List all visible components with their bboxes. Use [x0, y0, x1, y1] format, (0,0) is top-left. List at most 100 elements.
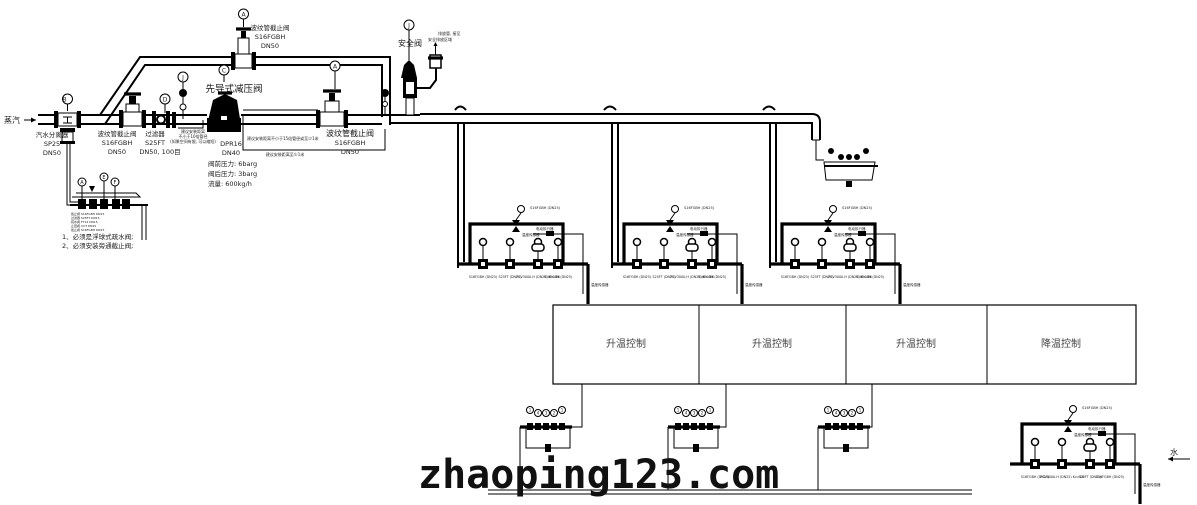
pressure-gauge-1	[172, 71, 189, 128]
vent-note-2: 安全排放区域	[428, 36, 452, 42]
tag-circle	[682, 409, 690, 417]
actuator-label: 电动执行器	[848, 226, 866, 231]
downstream-note-1: 建议安装距离不小于15倍管径或至少1米	[247, 135, 319, 141]
signal-label: 温度传感器	[745, 282, 763, 287]
trap-valve-icon	[559, 423, 565, 430]
prv-outlet-pressure: 阀后压力: 3barg	[208, 169, 257, 178]
actuator-icon	[531, 243, 545, 252]
trap-valve-icon	[527, 423, 533, 430]
trap-valve-icon	[833, 423, 839, 430]
gauge-icon	[790, 237, 800, 247]
return-tag: 3	[545, 411, 548, 416]
valve-label: S25FT (DN25)	[1079, 475, 1102, 479]
valve-label: S25FT (DN25)	[499, 275, 522, 279]
strainer-model: S25FT	[145, 139, 165, 147]
process-box-1: 升温控制	[606, 337, 646, 350]
bypass-label: S16FGBH (DN25)	[530, 206, 561, 210]
gauge-icon	[671, 205, 679, 213]
sensor-label: 温度传感器	[522, 232, 540, 237]
trap-item-4: 止回阀 CV3 DN15	[71, 223, 96, 228]
return-tag: 4	[835, 411, 838, 416]
tag-circle	[550, 409, 558, 417]
bypass-valve-tag: A	[241, 12, 246, 19]
bypass-valve-model: S16FGBH	[255, 33, 286, 41]
tag-circle	[558, 406, 566, 414]
process-box-2: 升温控制	[752, 337, 792, 350]
end-trap-set	[823, 148, 878, 187]
process-box-4: 降温控制	[1041, 337, 1081, 350]
valve-1-size: DN50	[108, 148, 126, 156]
valve-label: S16FGBH (DN25)	[1096, 475, 1124, 479]
trap-valve-icon	[707, 423, 713, 430]
sensor-label: 温度传感器	[834, 232, 852, 237]
tag-circle	[526, 406, 534, 414]
signal-label: 温度传感器	[903, 282, 921, 287]
trap-tag-f: F	[114, 180, 117, 186]
strainer-tag: D	[163, 97, 168, 104]
valve-label: S25FT (DN25)	[653, 275, 676, 279]
gauge-icon	[817, 237, 827, 247]
valve-label: S16FGBH (DN25)	[781, 275, 809, 279]
tag-circle	[542, 409, 550, 417]
actuator-icon	[685, 243, 699, 252]
separator	[54, 93, 81, 206]
trap-item-1: 截止阀 S16FGBH DN15	[71, 211, 104, 216]
bypass-valve-icon	[512, 220, 520, 232]
gauge-icon	[505, 237, 515, 247]
tag-circle	[824, 406, 832, 414]
signal-label: 温度传感器	[591, 282, 609, 287]
tag-circle	[848, 409, 856, 417]
tag-circle	[856, 406, 864, 414]
prv-name: 先导式减压阀	[205, 83, 262, 95]
gauge-icon	[865, 237, 875, 247]
bypass-label: S16FGBH (DN25)	[842, 206, 873, 210]
downstream-note-2: 建议安装距离至少1米	[266, 151, 305, 157]
valve-label: S16FGBH (DN25)	[856, 275, 884, 279]
valve-1-model: S16FGBH	[102, 139, 133, 147]
tag-circle	[690, 409, 698, 417]
trap-valve-icon	[841, 423, 847, 430]
return-tag: 2	[553, 411, 556, 416]
water-arrow-head	[1168, 456, 1173, 462]
safety-valve	[401, 19, 443, 116]
pressure-gauge-2	[381, 89, 389, 115]
prv-model: DPR16	[220, 140, 242, 148]
safety-valve-tag: J	[407, 23, 410, 30]
sensor-label: 温度传感器	[1074, 432, 1092, 437]
trap-valve-icon	[699, 423, 705, 430]
tag-circle	[706, 406, 714, 414]
return-tag: 1	[529, 408, 532, 413]
trap-tag-e: E	[102, 175, 105, 181]
trap-valve-icon	[691, 423, 697, 430]
valve-2-tag: A	[333, 64, 338, 71]
gauge-icon	[632, 237, 642, 247]
sensor-label: 温度传感器	[676, 232, 694, 237]
gauge-icon	[1057, 437, 1067, 447]
downstream-pipe	[242, 109, 386, 151]
gauge-icon	[707, 237, 717, 247]
return-tag: 1	[859, 408, 862, 413]
bypass-trap-icon	[693, 444, 699, 452]
return-header	[488, 489, 972, 495]
return-tag: 1	[709, 408, 712, 413]
control-unit-2: S16FGBH (DN25)S16FGBH (DN25)S25FT (DN25)…	[612, 205, 763, 304]
tag-circle	[698, 409, 706, 417]
return-tag: 2	[701, 411, 704, 416]
trap-valve-icon	[683, 423, 689, 430]
valve-label: PCV3000-H (DN25) Kv=16	[670, 275, 714, 279]
gauge-icon	[659, 237, 669, 247]
separator-tag: B	[62, 97, 66, 104]
valve-label: S25FT (DN25)	[811, 275, 834, 279]
return-tag: 1	[561, 408, 564, 413]
actuator-icon	[843, 243, 857, 252]
tag-circle	[840, 409, 848, 417]
inlet-arrow-head	[31, 117, 36, 123]
main-trap-set	[70, 172, 148, 240]
control-unit-1: S16FGBH (DN25)S16FGBH (DN25)S25FT (DN25)…	[458, 205, 609, 304]
trap-valve-icon	[675, 423, 681, 430]
prv-inlet-pressure: 阀前压力: 6barg	[208, 159, 257, 168]
trap-valve-icon	[535, 423, 541, 430]
tag-circle	[534, 409, 542, 417]
